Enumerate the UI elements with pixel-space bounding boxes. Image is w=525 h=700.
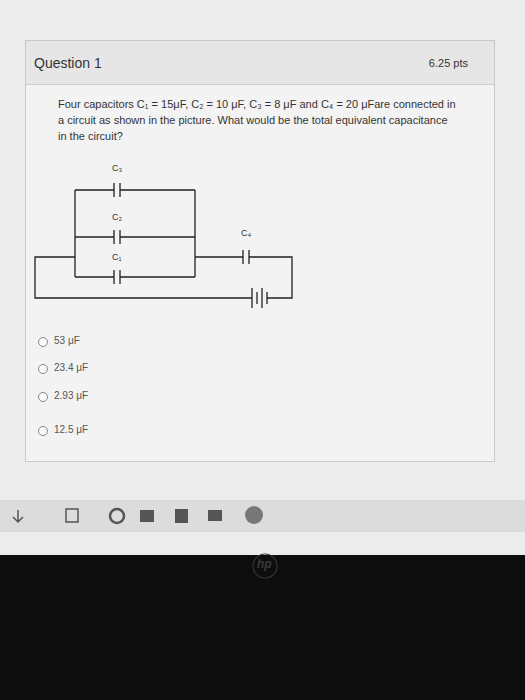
answer-option: 53 μF — [54, 335, 80, 346]
capacitor-label: C₃ — [112, 163, 122, 173]
question-title: Question 1 — [34, 55, 102, 71]
question-header: Question 1 6.25 pts — [26, 41, 494, 85]
capacitor-label: C₁ — [112, 252, 122, 262]
answer-option: 23.4 μF — [54, 362, 88, 373]
answer-option: 12.5 μF — [54, 424, 88, 435]
question-text: Four capacitors C₁ = 15μF, C₂ = 10 μF, C… — [58, 96, 458, 144]
capacitor-label: C₂ — [112, 212, 122, 222]
capacitor-label: C₄ — [241, 228, 251, 238]
answer-option: 2.93 μF — [54, 390, 88, 401]
logo: hp — [257, 557, 272, 571]
points: 6.25 pts — [429, 57, 468, 69]
